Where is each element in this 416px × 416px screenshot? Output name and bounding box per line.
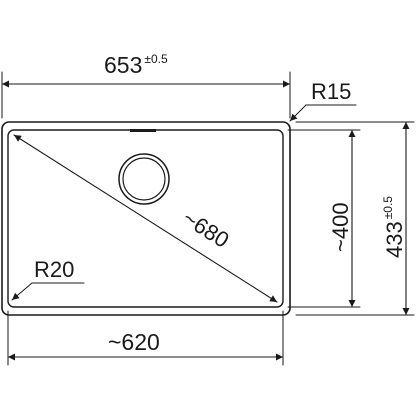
dimension-line-diagonal: [13, 134, 278, 303]
label-r15: R15: [311, 79, 351, 104]
leader-line-r15-pointer: [289, 104, 307, 122]
leader-line-r20-pointer: [11, 282, 33, 301]
label-r20: R20: [34, 257, 74, 282]
drain-inner: [122, 157, 166, 201]
label-outer-height: 433±0.5: [381, 196, 407, 258]
label-bottom-width: ~620: [108, 329, 160, 355]
drain-outer: [118, 153, 170, 205]
sink-outer-outline: [1, 121, 291, 316]
label-top-width: 653±0.5: [104, 52, 168, 78]
label-diagonal: ~680: [178, 205, 233, 253]
overflow-slot: [130, 129, 156, 132]
label-inner-height: ~400: [328, 202, 353, 252]
